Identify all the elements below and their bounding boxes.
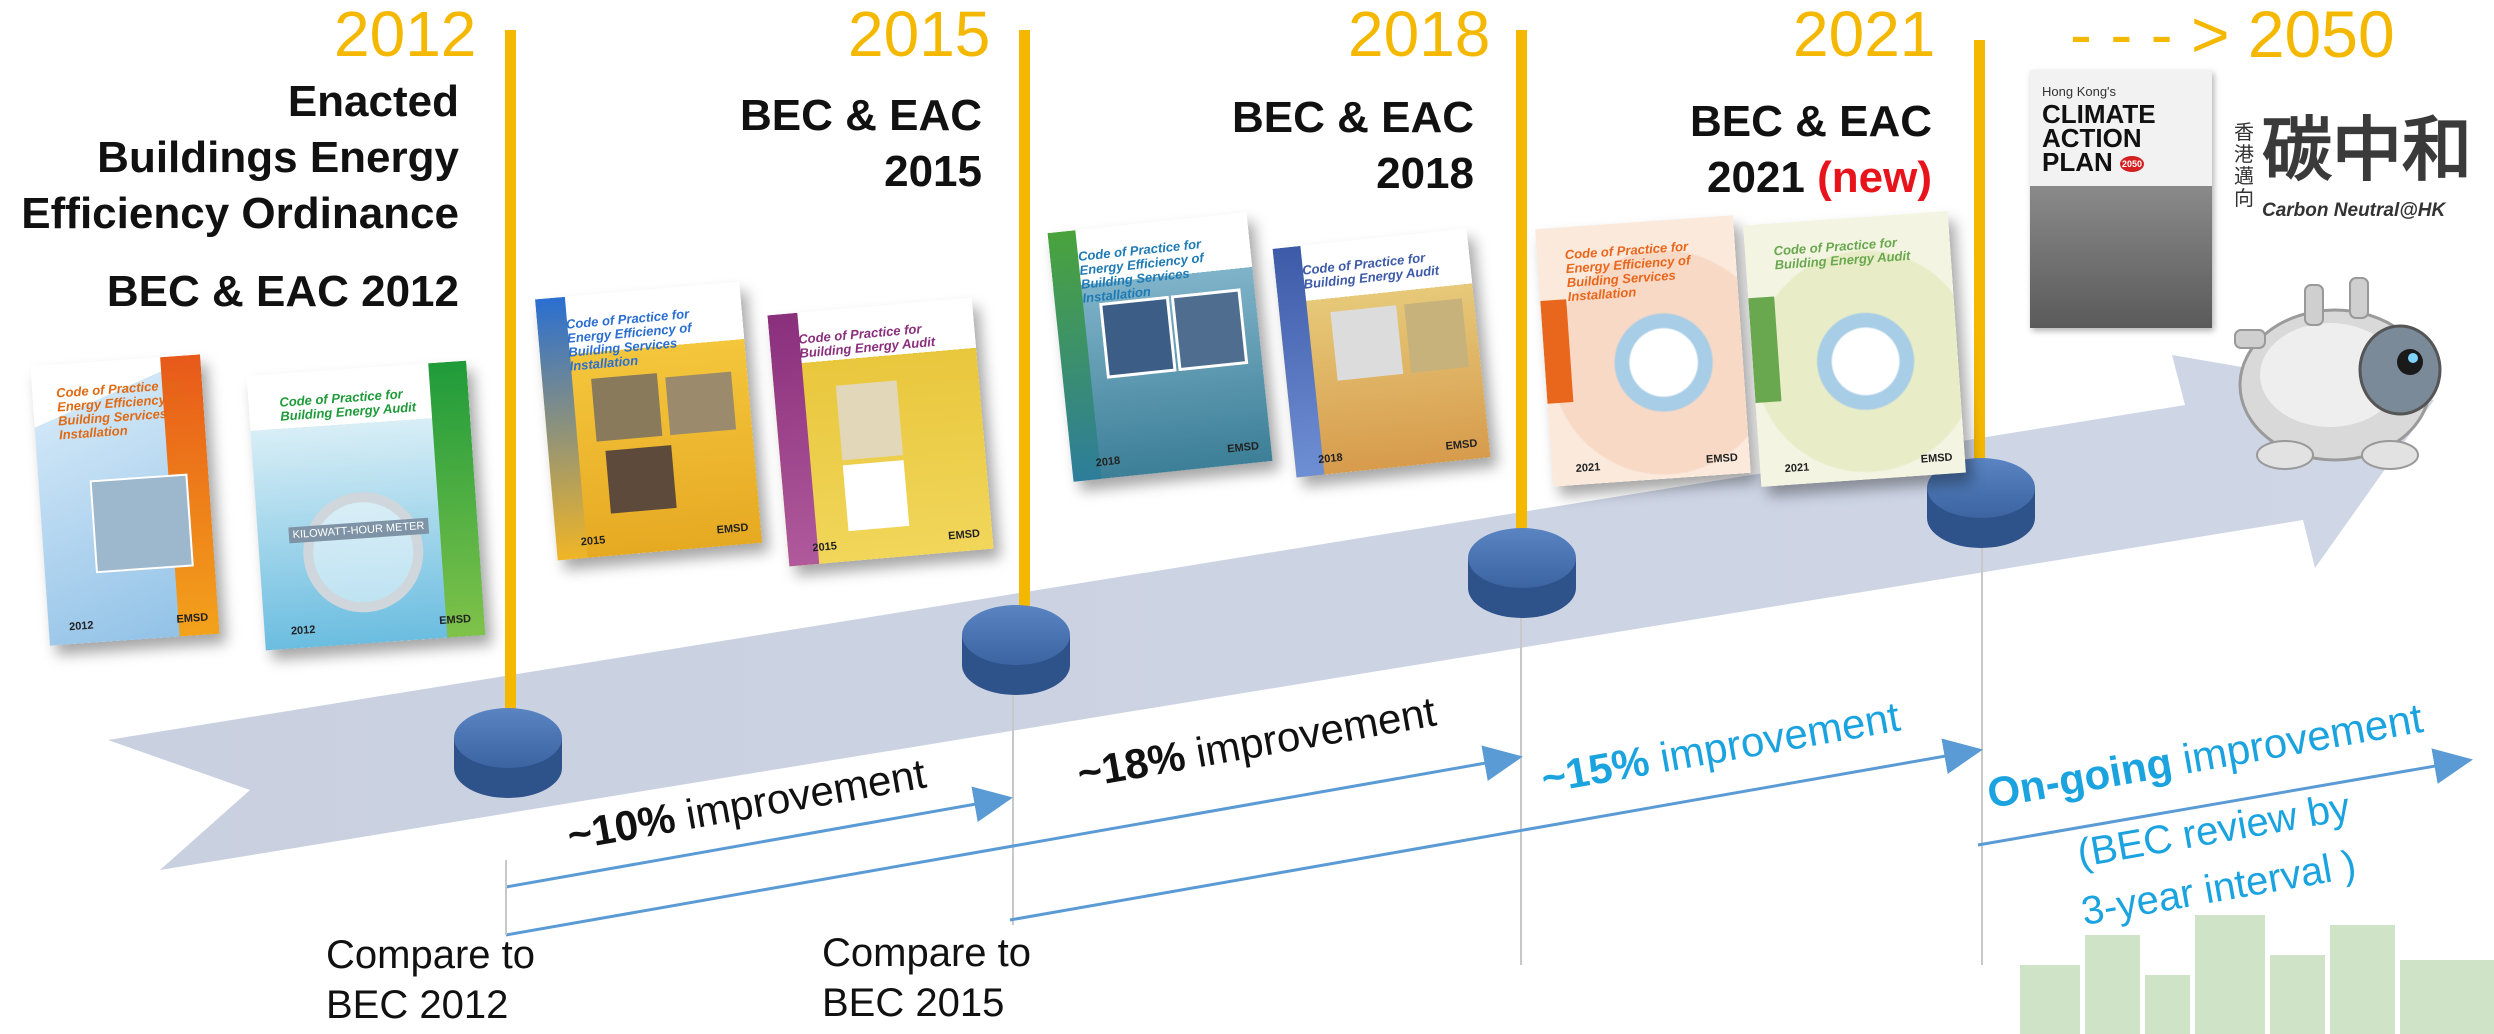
- cover-2012-energy-efficiency: Code of Practice for Energy Efficiency o…: [30, 354, 220, 646]
- cover-year: 2021: [1784, 460, 1810, 475]
- title-2012-line-1: Enacted: [287, 77, 459, 126]
- cover-title: Code of Practice for Energy Efficiency o…: [565, 306, 693, 374]
- compare-arrow-2015-2021: [1009, 738, 1983, 922]
- title-2018-line-2: 2018: [1376, 149, 1474, 198]
- milestone-title-2018: BEC & EAC 2018: [1074, 90, 1474, 202]
- year-2021: 2021: [1793, 0, 1936, 70]
- year-2050: - - - > 2050: [2070, 0, 2395, 71]
- cover-title: Code of Practice for Building Energy Aud…: [797, 321, 936, 361]
- carbon-neutral-logo: 香 港 邁 向 碳中和 Carbon Neutral@HK: [2234, 114, 2494, 228]
- cover-year: 2012: [68, 619, 94, 634]
- milestone-title-2021: BEC & EAC 2021 (new): [1532, 94, 1932, 206]
- title-2018-line-1: BEC & EAC: [1231, 93, 1474, 142]
- cover-2015-energy-audit: Code of Practice for Building Energy Aud…: [767, 297, 994, 567]
- cover-publisher: EMSD: [1445, 437, 1478, 453]
- cn-char-4: 向: [2234, 188, 2254, 210]
- milestone-disk-2015: [962, 605, 1070, 695]
- cover-year: 2012: [290, 623, 316, 638]
- milestone-bar-2015: [1019, 30, 1030, 620]
- cover-2018-energy-efficiency: Code of Practice for Energy Efficiency o…: [1047, 212, 1273, 482]
- cover-2012-energy-audit: KILOWATT-HOUR METER Code of Practice for…: [246, 360, 486, 651]
- cover-publisher: EMSD: [947, 527, 981, 543]
- cover-title: Code of Practice for Building Energy Aud…: [1773, 234, 1911, 273]
- timeline-arrow: [108, 355, 2434, 870]
- cover-publisher: EMSD: [1920, 450, 1953, 466]
- cap-line-3: PLAN: [2042, 147, 2113, 177]
- year-2018: 2018: [1348, 0, 1491, 70]
- compare-line-2: BEC 2015: [822, 981, 1005, 1025]
- cover-title: Code of Practice for Building Energy Aud…: [278, 386, 417, 424]
- year-2015: 2015: [848, 0, 991, 70]
- cover-2015-energy-efficiency: Code of Practice for Energy Efficiency o…: [534, 281, 763, 561]
- cover-year: 2015: [580, 533, 606, 548]
- cover-2018-energy-audit: Code of Practice for Building Energy Aud…: [1272, 228, 1491, 478]
- cover-title: Code of Practice for Energy Efficiency o…: [1564, 238, 1691, 304]
- climate-action-plan-cover: Hong Kong's CLIMATE ACTION PLAN 2050: [2030, 70, 2212, 328]
- city-silhouette: [2020, 915, 2494, 1034]
- cover-title: Code of Practice for Building Energy Aud…: [1301, 250, 1440, 293]
- milestone-title-2012: Enacted Buildings Energy Efficiency Ordi…: [0, 74, 459, 320]
- cover-title: Code of Practice for Energy Efficiency o…: [55, 377, 183, 443]
- title-2012-line-3: Efficiency Ordinance: [21, 189, 459, 238]
- cap-top-text: Hong Kong's: [2042, 84, 2117, 99]
- robot-mascot-image: [2234, 277, 2442, 470]
- cap-line-1: CLIMATE: [2042, 99, 2156, 129]
- cover-publisher: EMSD: [1226, 440, 1260, 456]
- title-2012-subtitle: BEC & EAC 2012: [106, 267, 459, 316]
- cover-publisher: EMSD: [716, 521, 749, 536]
- milestone-disk-2012: [454, 708, 562, 798]
- cn-english-text: Carbon Neutral@HK: [2262, 200, 2446, 221]
- compare-arrow-2012-2015: [505, 786, 1013, 889]
- cover-publisher: EMSD: [1705, 451, 1739, 466]
- milestone-disk-2018: [1468, 528, 1576, 618]
- compare-arrow-ongoing: [1977, 748, 2473, 847]
- compare-line-2: BEC 2012: [326, 983, 509, 1027]
- title-2021-new-badge: (new): [1817, 153, 1932, 202]
- cover-year: 2018: [1095, 454, 1121, 470]
- cover-2021-energy-audit: Code of Practice for Building Energy Aud…: [1743, 211, 1966, 487]
- cn-big-text: 碳中和: [2262, 111, 2472, 189]
- title-2015-line-2: 2015: [884, 147, 982, 196]
- title-2021-year: 2021: [1707, 153, 1818, 202]
- compare-note-2015: Compare to BEC 2015: [822, 928, 1031, 1028]
- cn-char-3: 邁: [2234, 166, 2254, 188]
- cover-year: 2015: [811, 540, 838, 555]
- year-2012: 2012: [334, 0, 477, 70]
- cover-2021-energy-efficiency: Code of Practice for Energy Efficiency o…: [1535, 215, 1751, 487]
- cover-publisher: EMSD: [176, 611, 209, 626]
- cap-badge: 2050: [2120, 156, 2145, 173]
- compare-arrow-2012-2018: [505, 745, 1523, 937]
- compare-line-1: Compare to: [326, 933, 535, 977]
- cover-publisher: EMSD: [438, 612, 472, 628]
- cn-char-2: 港: [2234, 144, 2254, 166]
- title-2012-line-2: Buildings Energy: [97, 133, 459, 182]
- milestone-title-2015: BEC & EAC 2015: [582, 88, 982, 200]
- milestone-bar-2021: [1974, 40, 1985, 480]
- cap-line-2: ACTION: [2042, 123, 2142, 153]
- milestone-bar-2012: [505, 30, 516, 720]
- milestone-bar-2018: [1516, 30, 1527, 560]
- cover-year: 2021: [1575, 460, 1601, 475]
- cn-char-1: 香: [2234, 122, 2254, 144]
- title-2015-line-1: BEC & EAC: [739, 91, 982, 140]
- compare-line-1: Compare to: [822, 931, 1031, 975]
- cover-year: 2018: [1317, 451, 1344, 466]
- title-2021-line-1: BEC & EAC: [1689, 97, 1932, 146]
- compare-note-2012: Compare to BEC 2012: [326, 930, 535, 1030]
